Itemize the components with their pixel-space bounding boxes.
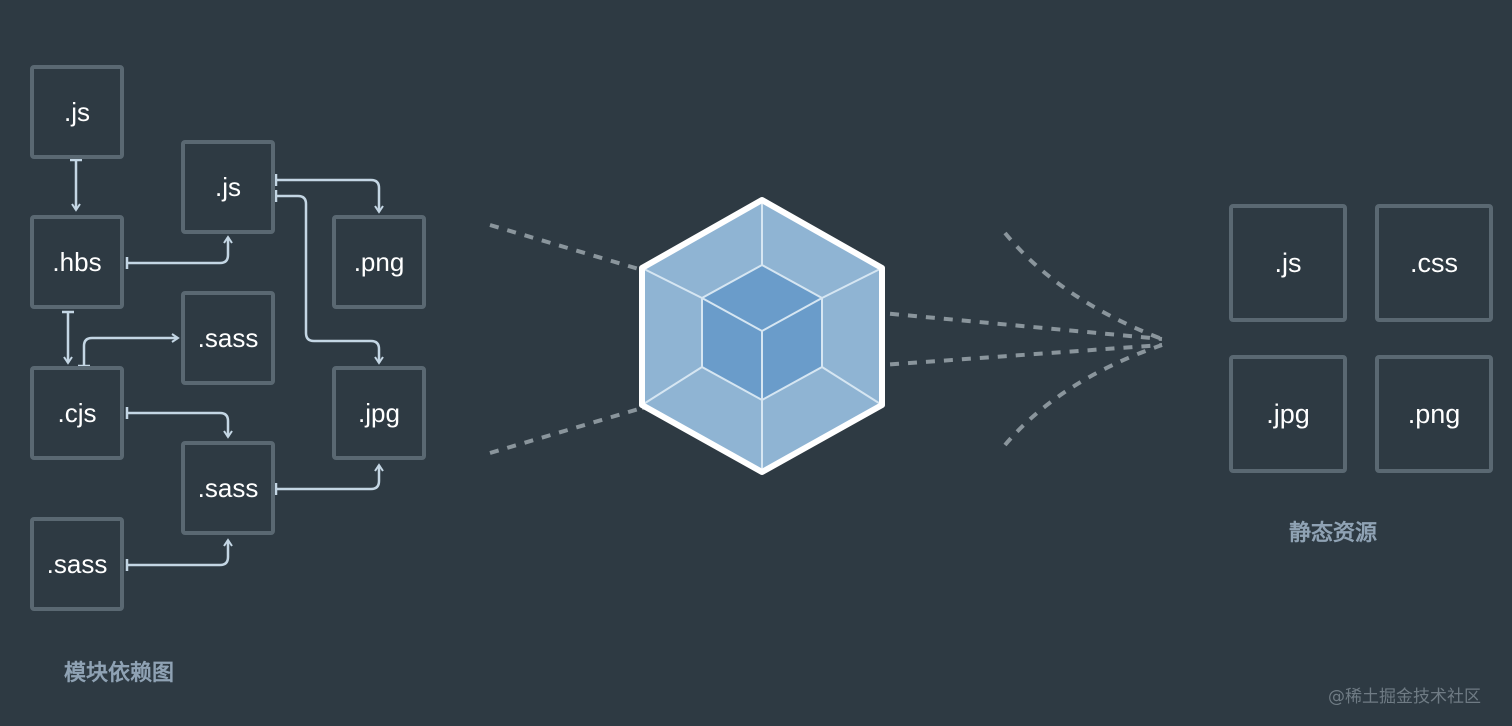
edge-sass-to-sass [127, 538, 233, 567]
graph-node-js: .js [30, 65, 124, 159]
graph-node-hbs: .hbs [30, 215, 124, 309]
webpack-cube-icon [639, 197, 885, 475]
edge-cjs-to-sass2 [127, 411, 233, 439]
output-file-jpg: .jpg [1229, 355, 1347, 473]
graph-node-cjs: .cjs [30, 366, 124, 460]
graph-node-png: .png [332, 215, 426, 309]
edge-sass-to-jpg [276, 463, 384, 491]
output-file-css: .css [1375, 204, 1493, 322]
graph-node-jpg: .jpg [332, 366, 426, 460]
output-file-js: .js [1229, 204, 1347, 322]
watermark: @稀土掘金技术社区 [1328, 687, 1481, 707]
graph-node-sass: .sass [30, 517, 124, 611]
graph-node-js: .js [181, 140, 275, 234]
edge-hbs-to-js [127, 235, 233, 265]
graph-node-sass: .sass [181, 441, 275, 535]
edge-js-to-jpg [276, 194, 384, 365]
graph-node-sass: .sass [181, 291, 275, 385]
edge-js-to-png [276, 178, 384, 214]
dependency-graph-caption: 模块依赖图 [64, 661, 175, 686]
output-file-png: .png [1375, 355, 1493, 473]
static-assets-caption: 静态资源 [1289, 521, 1378, 546]
edge-cjs-to-sass [82, 333, 180, 365]
